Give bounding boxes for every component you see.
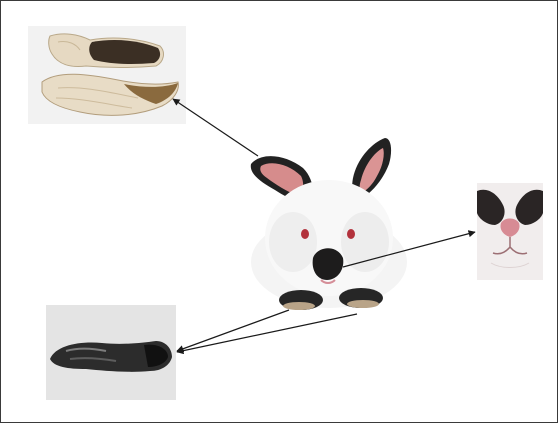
arrow-ear-to-dried-ears <box>173 99 258 156</box>
arrow-left-paw-to-foot <box>177 310 289 351</box>
arrow-nose-to-closeup <box>343 232 475 267</box>
arrow-right-paw-to-foot <box>177 314 357 352</box>
